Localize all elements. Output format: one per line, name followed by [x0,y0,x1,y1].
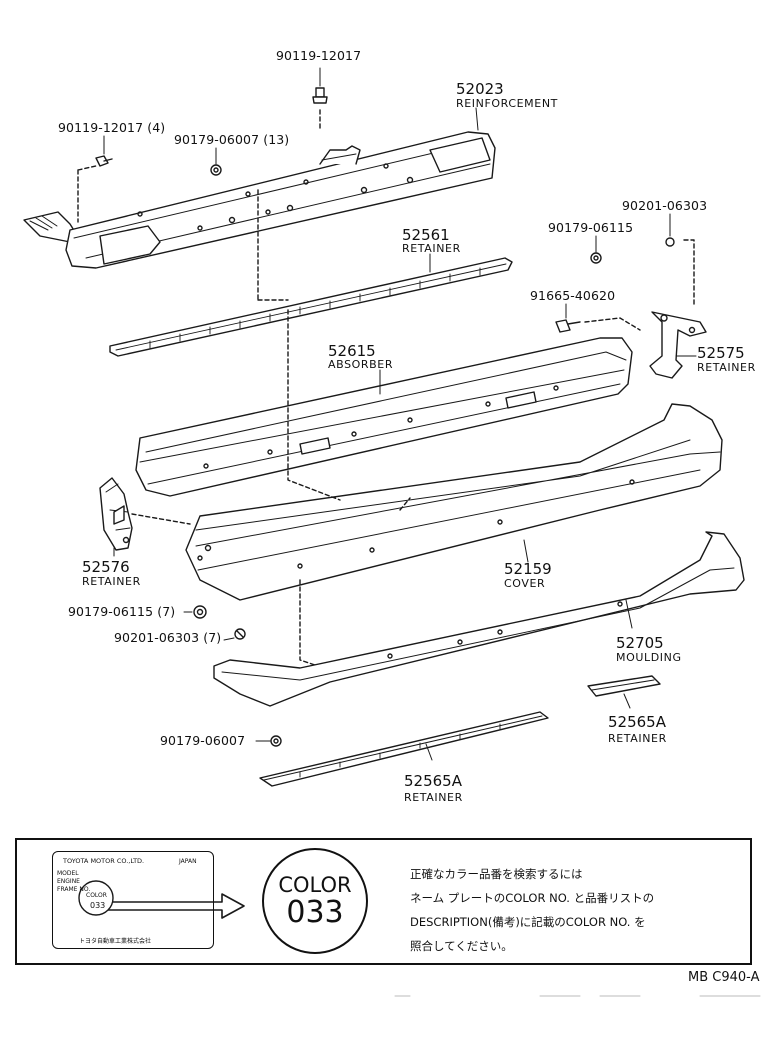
plate-color-badge [78,880,114,916]
nut-left [210,164,222,176]
label-reinforcement-no: 52023 [456,80,504,98]
color-code-circle: COLOR 033 [262,848,368,954]
leader-lines [103,67,697,761]
label-retainer-small-no: 52565A [608,713,666,731]
label-retainer-bottom-no: 52565A [404,772,462,790]
color-circle-word: COLOR [278,873,352,897]
label-retainer-upper-name: RETAINER [402,242,461,255]
label-retainer-upper-no: 52561 [402,226,450,244]
retainer-52565a-long [259,711,549,787]
cover-52159 [185,403,723,601]
note-line: DESCRIPTION(備考)に記載のCOLOR NO. を [410,915,646,929]
nut-mid [193,605,207,619]
note-line: 照合してください。 [410,939,513,953]
label-reinforcement-name: REINFORCEMENT [456,97,558,110]
label-retainer-small-name: RETAINER [608,732,667,745]
label-moulding-name: MOULDING [616,651,682,664]
plate-footer: トヨタ自動車工業株式会社 [79,938,152,945]
retainer-52565a-small [587,675,661,697]
label-absorber-no: 52615 [328,342,376,360]
legend-arrow-icon [105,893,245,919]
plate-country: JAPAN [179,858,197,865]
retainer-52575 [649,311,707,379]
bolt-top [312,87,328,104]
label-retainer-right-name: RETAINER [697,361,756,374]
plate-maker: TOYOTA MOTOR CO.,LTD. [63,857,145,865]
label-bolt-left: 90119-12017 (4) [58,120,166,135]
label-retainer-right-no: 52575 [697,344,745,362]
moulding-52705 [213,531,745,707]
nut-right [590,252,602,264]
label-cover-name: COVER [504,577,546,590]
bolt-left [95,155,113,167]
retainer-52561 [109,257,513,357]
label-retainer-left-name: RETAINER [82,575,141,588]
color-legend-box [15,838,752,965]
clip-mid [234,628,246,640]
reinforcement-52023 [23,131,496,269]
label-bolt-right: 91665-40620 [530,288,616,303]
note-line: ネーム プレートのCOLOR NO. と品番リストの [410,891,655,905]
plate-model: MODEL [57,870,79,877]
plate-frame: FRAME NO. [57,886,91,893]
color-note: 正確なカラー品番を検索するには ネーム プレートのCOLOR NO. と品番リス… [410,862,654,958]
label-nut-bottom: 90179-06007 [160,733,246,748]
label-absorber-name: ABSORBER [328,358,394,371]
absorber-52615 [135,337,633,497]
color-circle-code: 033 [286,895,344,930]
label-nut-right: 90179-06115 [548,220,634,235]
bolt-right [555,319,581,333]
label-bolt-top: 90119-12017 [276,48,362,63]
plate-color: COLOR [86,892,107,899]
note-line: 正確なカラー品番を検索するには [410,867,583,881]
label-retainer-left-no: 52576 [82,558,130,576]
plate-color-code: 033 [90,901,106,910]
plate-engine: ENGINE [57,878,80,885]
retainer-52576 [99,477,133,551]
label-nut-left: 90179-06007 (13) [174,132,290,147]
label-cover-no: 52159 [504,560,552,578]
label-nut-mid: 90179-06115 (7) [68,604,176,619]
label-retainer-bottom-name: RETAINER [404,791,463,804]
nut-bottom [270,735,282,747]
name-plate: TOYOTA MOTOR CO.,LTD. JAPAN MODEL ENGINE… [52,851,214,949]
clip-right [665,237,675,247]
label-moulding-no: 52705 [616,634,664,652]
label-clip-right: 90201-06303 [622,198,708,213]
label-clip-mid: 90201-06303 (7) [114,630,222,645]
page-code: MB C940-A [688,970,760,985]
